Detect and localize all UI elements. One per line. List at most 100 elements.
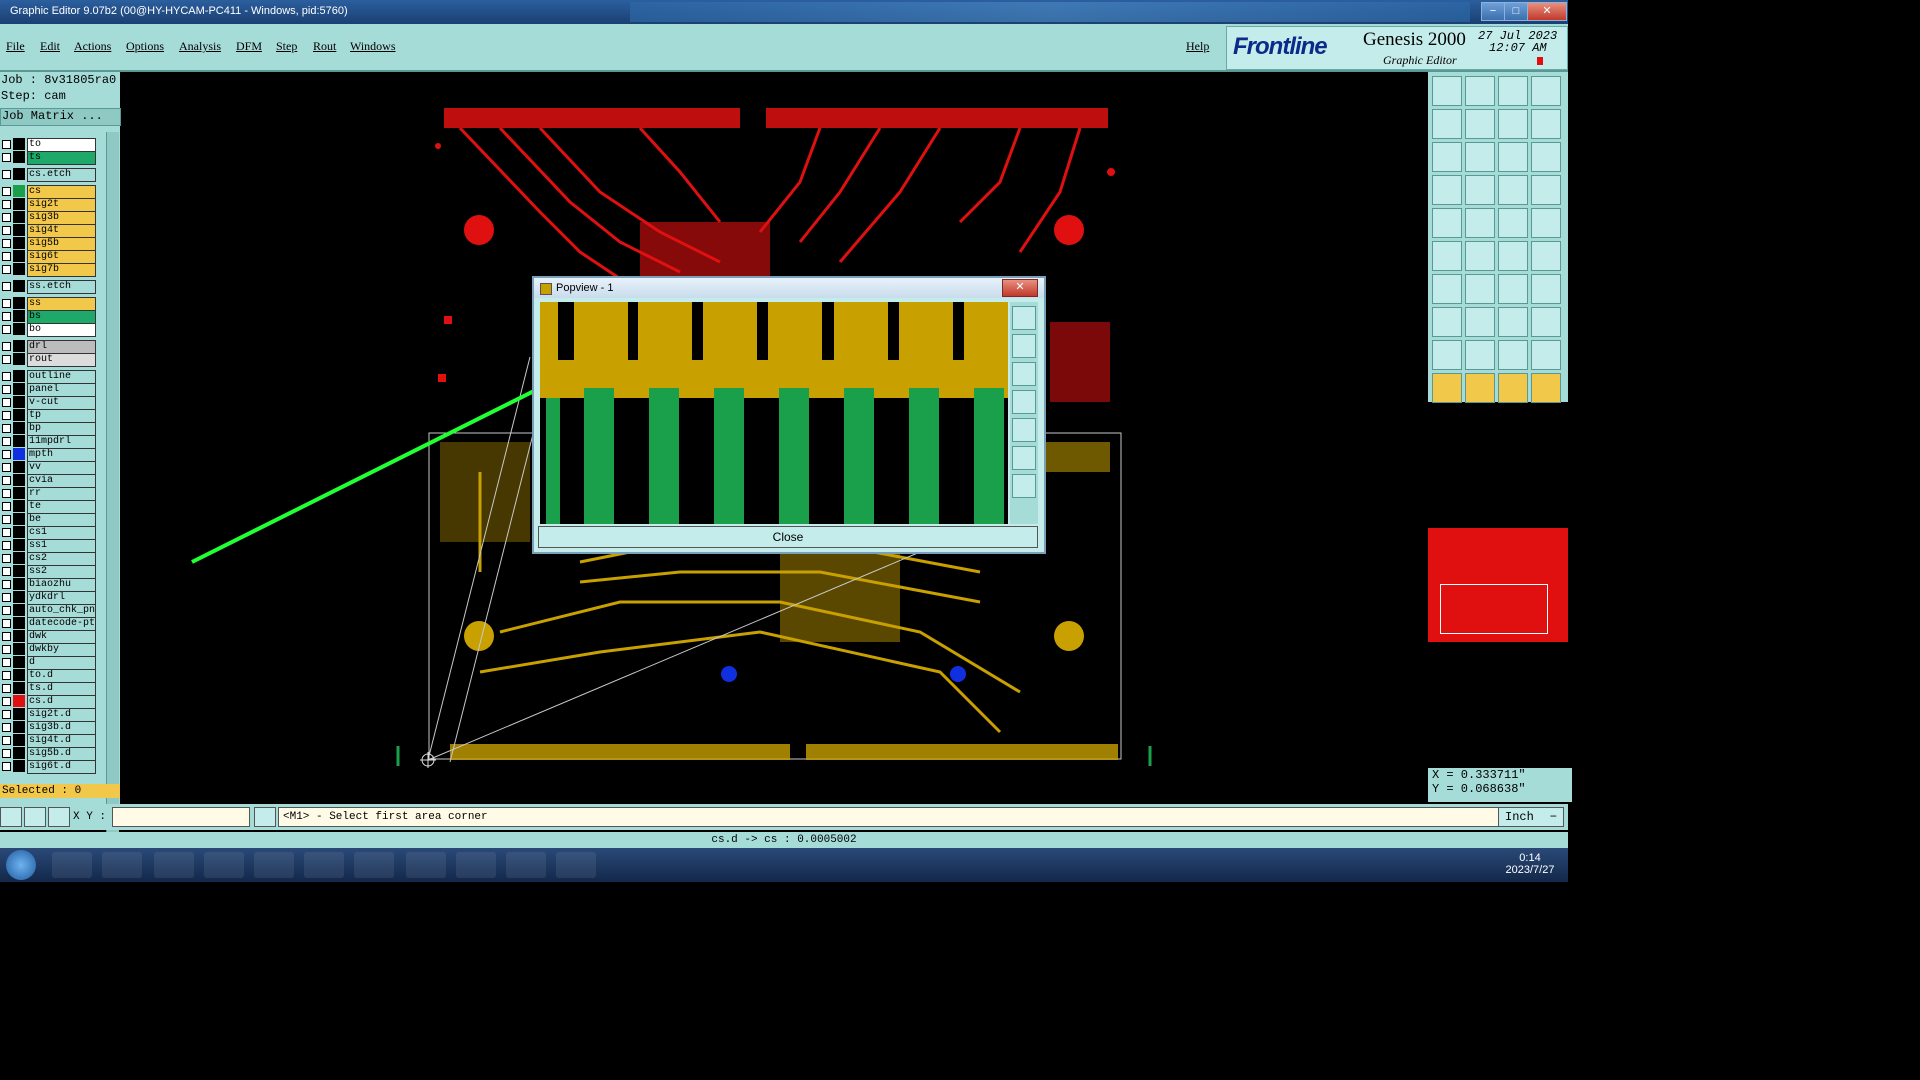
layer-row[interactable]: te [0,500,96,514]
layer-color-swatch[interactable] [13,138,25,150]
layer-checkbox[interactable] [2,239,11,248]
layer-row[interactable]: cs [0,185,96,199]
layer-row[interactable]: 11mpdrl [0,435,96,449]
zoom-center-icon[interactable] [1465,142,1495,172]
layer-checkbox[interactable] [2,606,11,615]
taskbar-app-notes-icon[interactable] [102,852,142,878]
layer-checkbox[interactable] [2,252,11,261]
taskbar-app-red-icon[interactable] [154,852,194,878]
help-icon[interactable] [1531,142,1561,172]
layer-checkbox[interactable] [2,580,11,589]
layer-color-swatch[interactable] [13,721,25,733]
layer-color-swatch[interactable] [13,310,25,322]
layer-checkbox[interactable] [2,213,11,222]
layer-row[interactable]: biaozhu [0,578,96,592]
layer-color-swatch[interactable] [13,280,25,292]
layer-checkbox[interactable] [2,325,11,334]
layer-color-swatch[interactable] [13,682,25,694]
layer-name[interactable]: sig4t [27,224,96,238]
layer-color-swatch[interactable] [13,474,25,486]
menu-rout[interactable]: Rout [313,39,337,53]
select-icon[interactable] [1432,208,1462,238]
layer-name[interactable]: te [27,500,96,514]
layer-color-swatch[interactable] [13,422,25,434]
minus-icon[interactable] [1465,307,1495,337]
layer-checkbox[interactable] [2,684,11,693]
connect-icon[interactable] [1498,241,1528,271]
popview-zoom-out-icon[interactable] [1012,362,1036,386]
layer-name[interactable]: v-cut [27,396,96,410]
layer-name[interactable]: ts.d [27,682,96,696]
pointer-select-icon[interactable] [1465,373,1495,403]
pen-icon[interactable] [1465,274,1495,304]
pan-left-icon[interactable] [1432,109,1462,139]
layer-row[interactable]: sig3b.d [0,721,96,735]
pointer-move-icon[interactable] [1498,373,1528,403]
layer-color-swatch[interactable] [13,604,25,616]
layer-name[interactable]: ss.etch [27,280,96,294]
menu-actions[interactable]: Actions [74,39,112,53]
zoom-fit-icon[interactable] [1498,109,1528,139]
xy-input[interactable] [112,807,250,827]
layer-checkbox[interactable] [2,170,11,179]
menu-options[interactable]: Options [126,39,165,53]
layer-row[interactable]: cs.d [0,695,96,709]
job-matrix-button[interactable]: Job Matrix ... [0,108,121,126]
layer-checkbox[interactable] [2,476,11,485]
arc-icon[interactable] [1498,274,1528,304]
layer-row[interactable]: drl [0,340,96,354]
triangle-d-icon[interactable] [1531,340,1561,370]
layer-row[interactable]: be [0,513,96,527]
layer-row[interactable]: to [0,138,96,152]
layer-row[interactable]: cs.etch [0,168,96,182]
unit-selector[interactable]: Inch − [1498,807,1564,827]
layer-row[interactable]: ss2 [0,565,96,579]
layer-name[interactable]: cs1 [27,526,96,540]
close-button[interactable]: ✕ [1527,2,1567,21]
layer-checkbox[interactable] [2,619,11,628]
graphic-control-icon[interactable] [1432,175,1462,205]
layer-row[interactable]: cs2 [0,552,96,566]
layer-color-swatch[interactable] [13,237,25,249]
layer-name[interactable]: cvia [27,474,96,488]
layer-checkbox[interactable] [2,723,11,732]
layer-color-swatch[interactable] [13,539,25,551]
layer-checkbox[interactable] [2,355,11,364]
layer-name[interactable]: panel [27,383,96,397]
layer-row[interactable]: rout [0,353,96,367]
layer-name[interactable]: sig6t.d [27,760,96,774]
layer-checkbox[interactable] [2,411,11,420]
minimize-button[interactable]: − [1481,2,1505,21]
layer-row[interactable]: sig7b [0,263,96,277]
layer-checkbox[interactable] [2,671,11,680]
taskbar-app-save-icon[interactable] [204,852,244,878]
layer-row[interactable]: sig2t [0,198,96,212]
layer-checkbox[interactable] [2,749,11,758]
layer-checkbox[interactable] [2,398,11,407]
layer-name[interactable]: sig2t.d [27,708,96,722]
triangle-a-icon[interactable] [1432,340,1462,370]
display-components-icon[interactable] [1531,175,1561,205]
add-feature-icon[interactable] [1432,241,1462,271]
layer-name[interactable]: bs [27,310,96,324]
layer-row[interactable]: ss1 [0,539,96,553]
layer-row[interactable]: bp [0,422,96,436]
layer-checkbox[interactable] [2,554,11,563]
pan-right-icon[interactable] [1465,109,1495,139]
layer-name[interactable]: to.d [27,669,96,683]
layer-row[interactable]: ts [0,151,96,165]
layer-row[interactable]: bo [0,323,96,337]
move-icon[interactable] [1465,241,1495,271]
layer-color-swatch[interactable] [13,487,25,499]
layer-color-swatch[interactable] [13,591,25,603]
layer-row[interactable]: mpth [0,448,96,462]
layer-name[interactable]: sig3b.d [27,721,96,735]
layer-color-swatch[interactable] [13,708,25,720]
layer-checkbox[interactable] [2,200,11,209]
layer-row[interactable]: sig6t [0,250,96,264]
taskbar-app-genesis-icon[interactable] [456,852,496,878]
layer-name[interactable]: to [27,138,96,152]
layer-row[interactable]: sig4t [0,224,96,238]
menu-step[interactable]: Step [276,39,298,53]
layer-name[interactable]: bp [27,422,96,436]
